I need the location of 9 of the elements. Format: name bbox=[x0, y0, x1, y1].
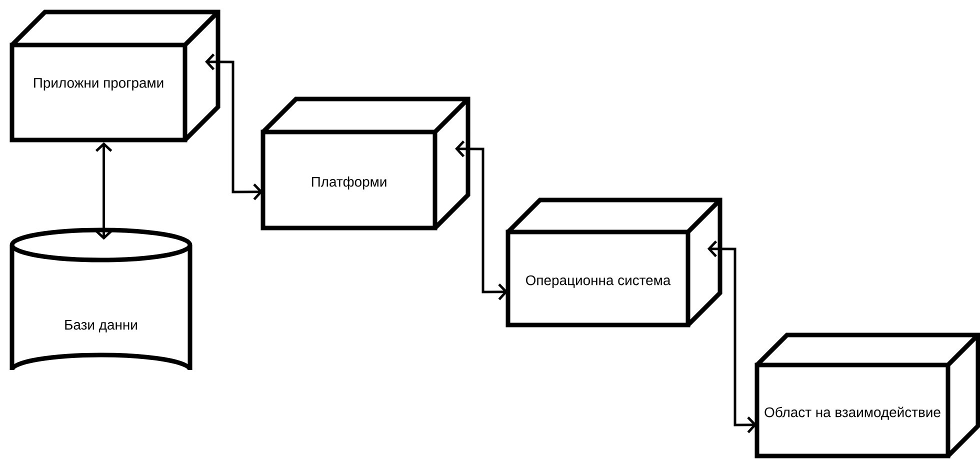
box-3d: Операционна система bbox=[506, 198, 722, 328]
box-3d: Приложни програми bbox=[10, 10, 220, 142]
arrow bbox=[707, 240, 757, 434]
arrow bbox=[205, 54, 263, 200]
box-3d: Платформи bbox=[260, 96, 470, 230]
box-3d: Област на взаимодействие bbox=[754, 332, 980, 458]
arrow bbox=[95, 142, 112, 240]
arrow bbox=[455, 140, 508, 300]
database-cylinder: Бази данни bbox=[10, 228, 192, 372]
